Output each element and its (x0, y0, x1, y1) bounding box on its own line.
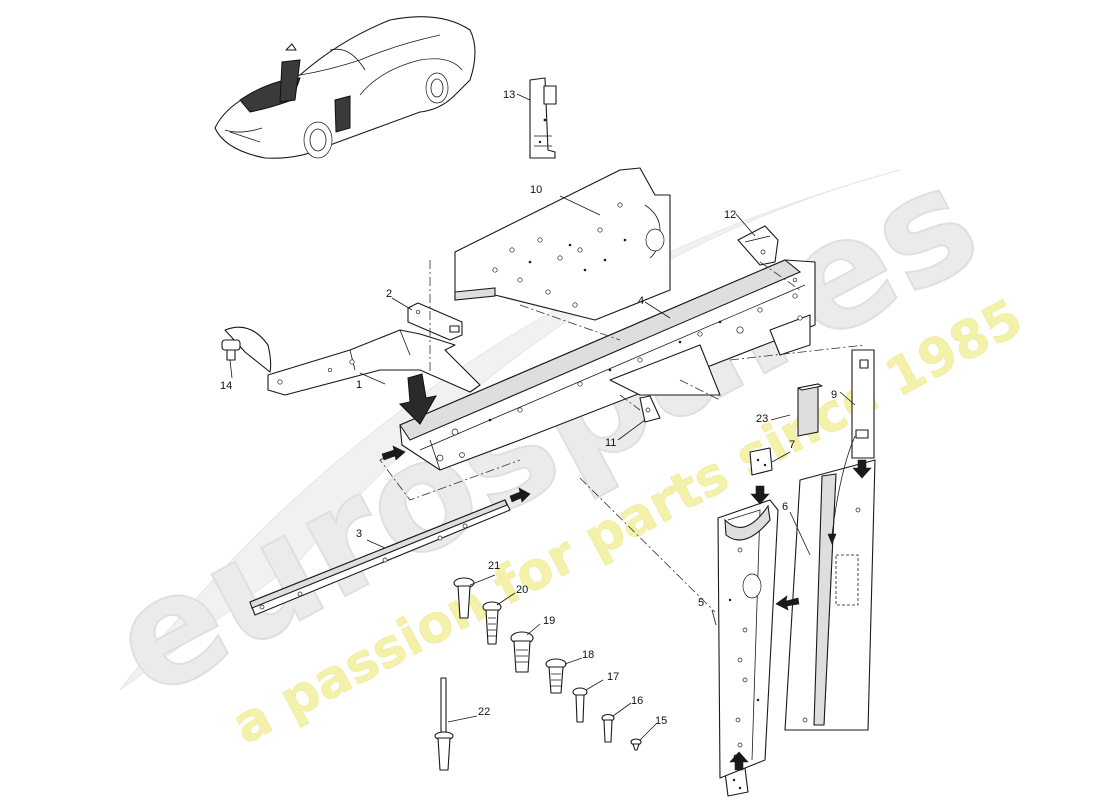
callout-19: 19 (543, 615, 555, 627)
callout-labels: 1 2 3 4 5 6 7 8 9 10 11 12 13 14 15 16 1… (220, 89, 837, 765)
callout-21: 21 (488, 560, 500, 572)
part-12-bracket (737, 225, 779, 266)
part-5-holes (728, 547, 760, 748)
callout-11: 11 (605, 437, 616, 449)
callout-4: 4 (638, 295, 644, 307)
part-15-clip (630, 738, 642, 751)
part-19-rivet (510, 631, 534, 673)
right-arrow-icon (509, 487, 531, 503)
callout-13: 13 (503, 89, 515, 101)
part-6-panel (784, 459, 876, 731)
up-arrow-icon (729, 751, 749, 771)
part-2-bracket (407, 302, 463, 341)
leader-lines (229, 93, 856, 767)
left-arrow-icon (775, 595, 800, 611)
down-arrow-icon (750, 485, 770, 505)
callout-10: 10 (530, 184, 542, 196)
callout-8: 8 (733, 753, 739, 765)
part-1-bracket (267, 329, 481, 396)
callout-3: 3 (356, 528, 362, 540)
part-9-strip (851, 349, 875, 459)
callout-22: 22 (478, 706, 490, 718)
part-10-holes (492, 202, 627, 308)
callout-12: 12 (724, 209, 736, 221)
down-arrow-icon (852, 459, 872, 479)
assembly-arrows (381, 373, 872, 771)
callout-2: 2 (386, 288, 392, 300)
callout-20: 20 (516, 584, 528, 596)
part-11-bracket (639, 395, 661, 423)
part-5-pillar (717, 499, 779, 779)
part-10-panel (454, 167, 671, 321)
callout-16: 16 (631, 695, 643, 707)
callout-6: 6 (782, 501, 788, 513)
right-arrow-icon (381, 445, 406, 461)
part-18-rivet (545, 658, 567, 694)
part-23-pad (797, 383, 823, 437)
part-17-bolt (572, 687, 588, 723)
callout-15: 15 (655, 715, 667, 727)
callout-5: 5 (698, 597, 704, 609)
part-16-bolt (601, 713, 615, 743)
callout-23: 23 (756, 413, 768, 425)
callout-9: 9 (831, 389, 837, 401)
callout-18: 18 (582, 649, 594, 661)
callout-17: 17 (607, 671, 619, 683)
part-21-rivet (453, 577, 475, 619)
part-3-rail (249, 499, 511, 616)
part-4-sill (399, 259, 816, 471)
car-thumbnail (214, 16, 476, 159)
part-14-bolt (221, 326, 272, 373)
callout-7: 7 (789, 439, 795, 451)
part-22-blind-rivet (434, 677, 454, 771)
part-20-rivet (482, 601, 502, 645)
callout-14: 14 (220, 380, 232, 392)
part-7-plate (749, 447, 773, 476)
assembly-lines (379, 260, 866, 613)
watermark-swoosh (119, 169, 901, 691)
part-4-holes (436, 277, 803, 462)
part-13-bracket (529, 77, 557, 159)
down-arrow-icon (398, 373, 437, 425)
callout-1: 1 (356, 379, 362, 391)
